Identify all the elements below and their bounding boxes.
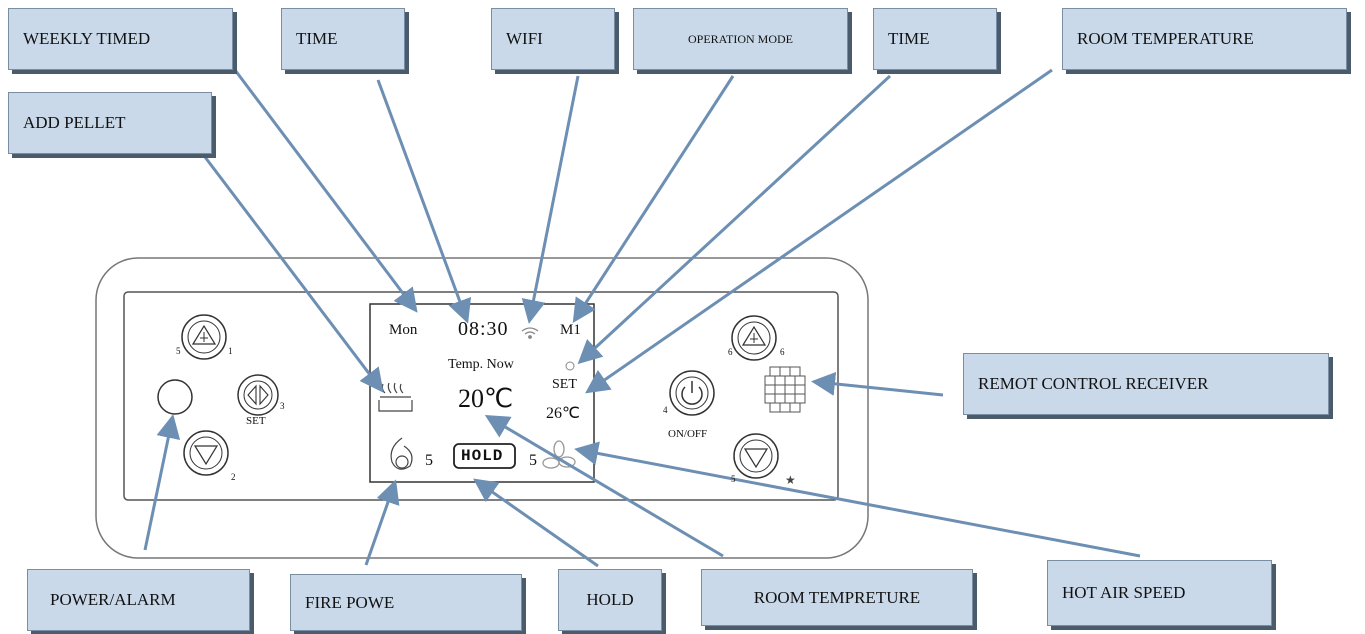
lcd-fire-level: 5 bbox=[425, 452, 433, 469]
arrow-room-temperature bbox=[585, 68, 1053, 394]
callout-arrows bbox=[143, 68, 1141, 568]
button-number-6: 6 bbox=[728, 347, 733, 357]
right-up-button[interactable] bbox=[731, 315, 777, 361]
power-alarm-led bbox=[157, 379, 193, 415]
star-icon: ★ bbox=[785, 473, 796, 487]
mode-indicator-icon bbox=[565, 361, 575, 371]
left-right-set-button[interactable] bbox=[237, 374, 279, 416]
lcd-set-temp: 26℃ bbox=[546, 405, 580, 422]
button-number-6b: 6 bbox=[780, 347, 785, 357]
down-arrow-icon bbox=[193, 445, 219, 466]
callout-power-alarm: POWER/ALARM bbox=[27, 569, 250, 631]
arrow-time-1 bbox=[376, 79, 472, 324]
button-number-3: 3 bbox=[280, 401, 285, 411]
callout-hot-air-speed: HOT AIR SPEED bbox=[1047, 560, 1272, 626]
up-arrow-icon bbox=[741, 325, 767, 346]
right-down-button[interactable] bbox=[733, 433, 779, 479]
callout-add-pellet: ADD PELLET bbox=[8, 92, 212, 154]
left-up-button[interactable] bbox=[181, 314, 227, 360]
hold-frame bbox=[453, 443, 516, 469]
lcd-set-label: SET bbox=[552, 377, 577, 392]
callout-weekly-timed: WEEKLY TIMED bbox=[8, 8, 233, 70]
callout-fire-power: FIRE POWE bbox=[290, 574, 522, 631]
power-icon bbox=[681, 386, 703, 405]
up-arrow-icon bbox=[191, 324, 217, 345]
button-number-5b: 5 bbox=[731, 474, 736, 484]
lcd-day: Mon bbox=[389, 322, 418, 338]
callout-remote-receiver: REMOT CONTROL RECEIVER bbox=[963, 353, 1329, 415]
button-number-1: 1 bbox=[228, 346, 233, 356]
arrow-power-alarm bbox=[143, 414, 181, 551]
arrow-remote-receiver bbox=[811, 371, 944, 397]
callout-time-2: TIME bbox=[873, 8, 997, 70]
button-number-2: 2 bbox=[231, 472, 236, 482]
lcd-mode: M1 bbox=[560, 322, 581, 338]
callout-time: TIME bbox=[281, 8, 405, 70]
left-right-icon bbox=[247, 384, 269, 406]
onoff-button[interactable] bbox=[669, 370, 715, 416]
button-number-4: 4 bbox=[663, 405, 668, 415]
arrow-fire-power bbox=[364, 479, 400, 566]
lcd-hold-label: HOLD bbox=[461, 447, 504, 465]
arrow-wifi bbox=[521, 75, 580, 324]
button-set-label: SET bbox=[246, 415, 266, 427]
arrow-add-pellet bbox=[203, 156, 384, 393]
onoff-label: ON/OFF bbox=[668, 428, 708, 440]
lcd-room-temp: 20℃ bbox=[458, 384, 514, 413]
arrow-room-tempreture bbox=[484, 414, 724, 558]
receiver-grid-icon bbox=[764, 366, 806, 413]
wifi-icon bbox=[521, 327, 539, 339]
panel-outer-body bbox=[95, 257, 869, 559]
arrow-hot-air-speed bbox=[574, 441, 1141, 558]
down-arrow-icon bbox=[743, 448, 769, 469]
lcd-clock: 08:30 bbox=[458, 318, 509, 340]
callout-wifi: WIFI bbox=[491, 8, 615, 70]
callout-room-temperature: ROOM TEMPERATURE bbox=[1062, 8, 1347, 70]
arrow-hold bbox=[473, 478, 599, 568]
flame-icon bbox=[390, 437, 413, 470]
arrow-operation-mode bbox=[572, 75, 735, 324]
callout-hold: HOLD bbox=[558, 569, 662, 631]
callout-room-tempreture: ROOM TEMPRETURE bbox=[701, 569, 973, 626]
arrow-time-2 bbox=[577, 74, 892, 365]
button-number-5: 5 bbox=[176, 346, 181, 356]
left-down-button[interactable] bbox=[183, 430, 229, 476]
callout-operation-mode: OPERATION MODE bbox=[633, 8, 848, 70]
lcd-temp-now-label: Temp. Now bbox=[448, 357, 514, 372]
pellet-icon bbox=[378, 382, 413, 412]
arrow-weekly-timed bbox=[233, 69, 418, 313]
lcd-fan-level: 5 bbox=[529, 452, 537, 469]
